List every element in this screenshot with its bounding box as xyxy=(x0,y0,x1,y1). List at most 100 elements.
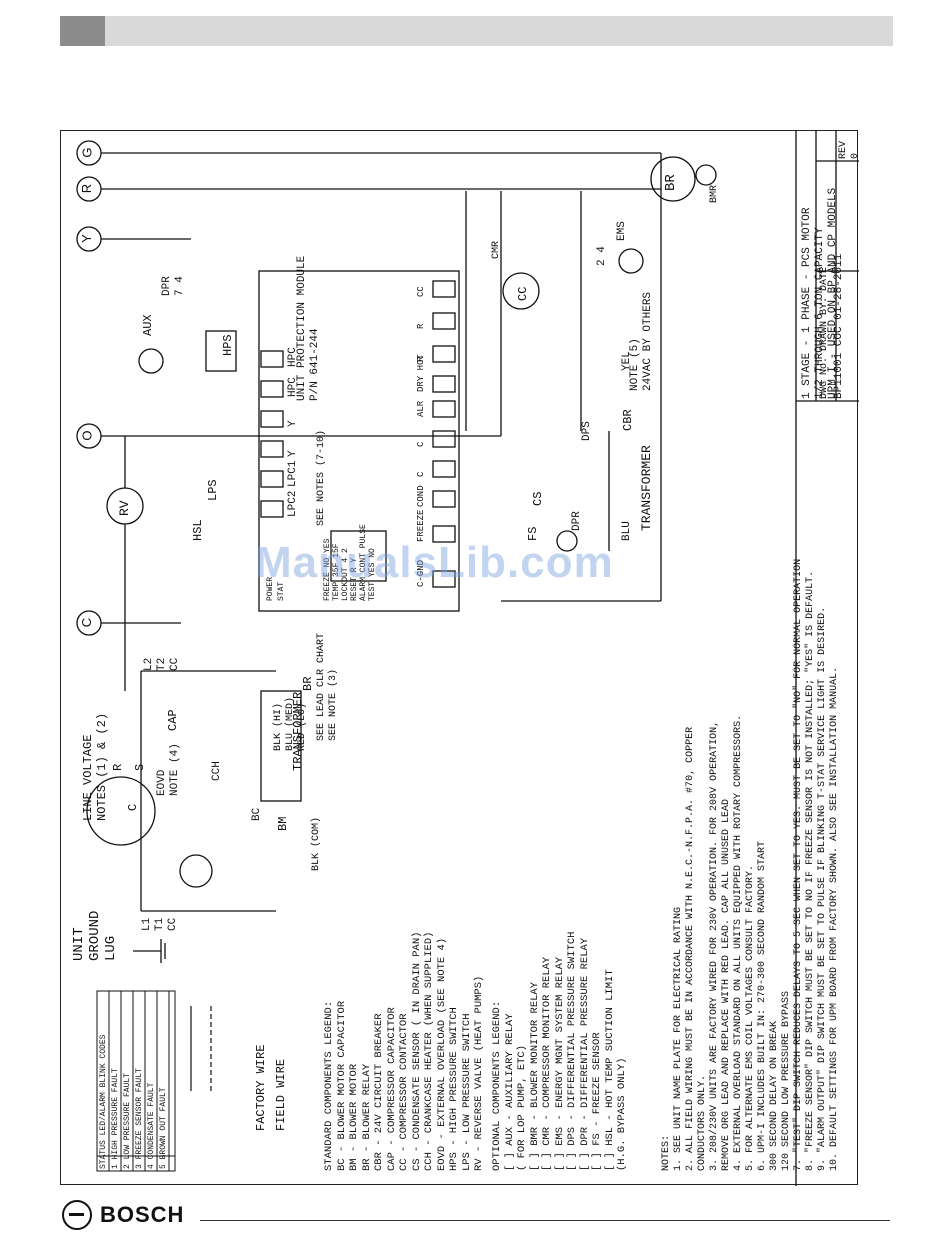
wiring-diagram xyxy=(76,131,859,1186)
lv-taps-line: BLU (MED) xyxy=(285,696,296,751)
notes-block-line: 1. SEE UNIT NAME PLATE FOR ELECTRICAL RA… xyxy=(673,906,684,1171)
field-wire-label-line: FIELD WIRE xyxy=(274,1058,288,1131)
standard-legend-line: BM - BLOWER MOTOR xyxy=(348,1063,360,1171)
lps-label: LPS xyxy=(206,479,220,501)
rv-label-line: RV xyxy=(117,500,132,516)
lv-blk-com: BLK (COM) xyxy=(311,817,323,871)
lv-bc: BC xyxy=(251,808,264,821)
dpr-label-line: DPR xyxy=(161,276,173,296)
notes-block-line: CONDUCTORS ONLY. xyxy=(697,1074,708,1171)
terminal-y: Y xyxy=(78,234,94,243)
vac-label: NOTE (5)24VAC BY OTHERS xyxy=(629,292,655,391)
footer-rule xyxy=(200,1220,890,1221)
br-label-line: BR xyxy=(663,174,679,191)
watermark: ManualsLib.com xyxy=(255,538,614,587)
terminal-g: G xyxy=(79,147,95,158)
upm-term-bot-4-line: ALR xyxy=(416,400,426,417)
cc-label-line: CC xyxy=(516,286,530,301)
optional-legend-line: [ ] BMR - BLOWER MONITOR RELAY xyxy=(528,981,541,1171)
upm-term-bot-3-line: DRY HOT xyxy=(416,354,426,392)
rv-label: RV xyxy=(117,500,132,516)
upm-term-bot-3: DRY HOT xyxy=(416,354,427,392)
lv-taps-line: RED (LO) xyxy=(297,702,308,751)
status-row-4-line: 4 CONDENSATE FAULT xyxy=(147,1082,156,1169)
cs-label: CS xyxy=(531,492,545,506)
lv-c: C xyxy=(126,804,140,811)
standard-legend-line: BC - BLOWER MOTOR CAPACITOR xyxy=(335,1000,348,1171)
upm-term-top-3: Y xyxy=(287,450,300,457)
header-bar xyxy=(60,16,893,46)
standard-legend-line: CAP - COMPRESSOR CAPACITOR xyxy=(385,1007,398,1171)
header-tab xyxy=(60,16,105,46)
blu-label-line: BLU xyxy=(621,521,633,541)
bosch-logo-icon xyxy=(62,1200,92,1230)
upm-term-bot-7: COND xyxy=(416,485,427,507)
cmr-label-line: CMR xyxy=(491,240,502,259)
rev-block-line: 0 xyxy=(850,152,861,159)
notes-block-line: 300 SECOND DELAY ON BREAK xyxy=(769,1020,780,1171)
notes-block-line: REMOVE ORG LEAD AND REPLACE WITH RED LEA… xyxy=(721,798,732,1171)
status-row-1-line: 1 HIGH PRESSURE FAULT xyxy=(111,1068,120,1169)
upm-term-top-5: LPC2 xyxy=(287,491,300,517)
lv-s: S xyxy=(133,764,147,771)
hps-label-line: HPS xyxy=(221,334,235,356)
notes-block-line: 2. ALL FIELD WIRING MUST BE IN ACCORDANC… xyxy=(685,726,696,1171)
transformer-label-line: TRANSFORMER xyxy=(639,445,654,531)
standard-legend-line: CBR - 24V CIRCUIT BREAKER xyxy=(373,1013,385,1171)
cbr-label: CBR xyxy=(621,409,635,431)
status-row-3: 3 FREEZE SENSOR FAULT xyxy=(135,1068,145,1169)
lv-taps: BLK (HI)BLU (MED)RED (LO) xyxy=(273,697,309,751)
field-wire-label: FIELD WIRE xyxy=(274,1059,288,1131)
upm-term-bot-7-line: COND xyxy=(416,485,426,507)
lv-s-line: S xyxy=(133,763,147,771)
br-label: BR xyxy=(663,174,679,191)
upm-term-top-1-line: HPC xyxy=(287,377,299,397)
standard-legend-line: CS - CONDENSATE SENSOR ( IN DRAIN PAN) xyxy=(410,931,423,1171)
line-voltage-title-line: NOTES (1) & (2) xyxy=(95,712,109,821)
optional-legend-line: [ ] DPS - DIFFERENTIAL PRESSURE SWITCH xyxy=(566,931,578,1171)
upm-term-bot-1: R xyxy=(416,324,427,329)
lv-cch: CCH xyxy=(211,761,224,781)
status-row-2: 2 LOW PRESSURE FAULT xyxy=(123,1073,133,1169)
lv-bm-line: BM xyxy=(276,816,290,831)
upm-term-top-0-line: HPC xyxy=(287,347,299,367)
lv-l1-line: L1 xyxy=(141,917,153,931)
lv-r: R xyxy=(111,764,125,771)
title-labels-line: DWG No. DRAWN BY: DATE xyxy=(819,266,830,399)
notes-block-line: 120 SECOND LOW PRESSURE BYPASS xyxy=(781,990,792,1171)
vac-label-line: 24VAC BY OTHERS xyxy=(642,291,654,391)
bmr-label-line: BMR xyxy=(709,184,720,203)
hsl-label-line: HSL xyxy=(191,519,205,541)
factory-wire-label: FACTORY WIRE xyxy=(254,1045,268,1131)
status-row-3-line: 3 FREEZE SENSOR FAULT xyxy=(135,1068,144,1169)
lv-eovd-line: EOVD xyxy=(156,769,168,796)
lv-lead-clr-line: SEE NOTE (3) xyxy=(328,668,339,741)
optional-legend-line: OPTIONAL COMPONENTS LEGEND: xyxy=(491,1000,503,1171)
optional-legend-line: ( FOR LOP PUMP, ETC) xyxy=(516,1044,528,1171)
terminal-o: O xyxy=(79,430,95,441)
notes-block: NOTES:1. SEE UNIT NAME PLATE FOR ELECTRI… xyxy=(661,559,841,1171)
upm-term-bot-0: CC xyxy=(416,286,427,297)
lv-l1-line: T1 xyxy=(154,917,166,931)
lv-br: BR xyxy=(301,677,315,691)
rev-block-line: REV xyxy=(838,140,849,159)
terminal-r: R xyxy=(79,183,95,194)
standard-legend-line: LPS - LOW PRESSURE SWITCH xyxy=(460,1013,473,1171)
bmr-label: BMR xyxy=(709,185,721,203)
status-row-1: 1 HIGH PRESSURE FAULT xyxy=(111,1068,121,1169)
brand-name: BOSCH xyxy=(100,1202,185,1227)
notes-block-line: 3. 208/230V UNITS ARE FACTORY WIRED FOR … xyxy=(709,720,720,1171)
lv-cch-line: CCH xyxy=(211,761,223,781)
lv-c-line: C xyxy=(126,803,140,811)
lv-br-line: BR xyxy=(301,676,315,691)
standard-legend-line: CCH - CRANKCASE HEATER (WHEN SUPPLIED) xyxy=(423,931,435,1171)
notes-block-line: 6. UPM-I INCLUDES BUILT IN: 270-300 SECO… xyxy=(757,840,768,1171)
title-values: BP11001 COC 01-28-2011 xyxy=(833,254,846,399)
upm-term-bot-5-line: C xyxy=(416,441,426,447)
notes-block-line: 5. FOR ALTERNATE EMS COIL VOLTAGES CONSU… xyxy=(745,864,756,1171)
